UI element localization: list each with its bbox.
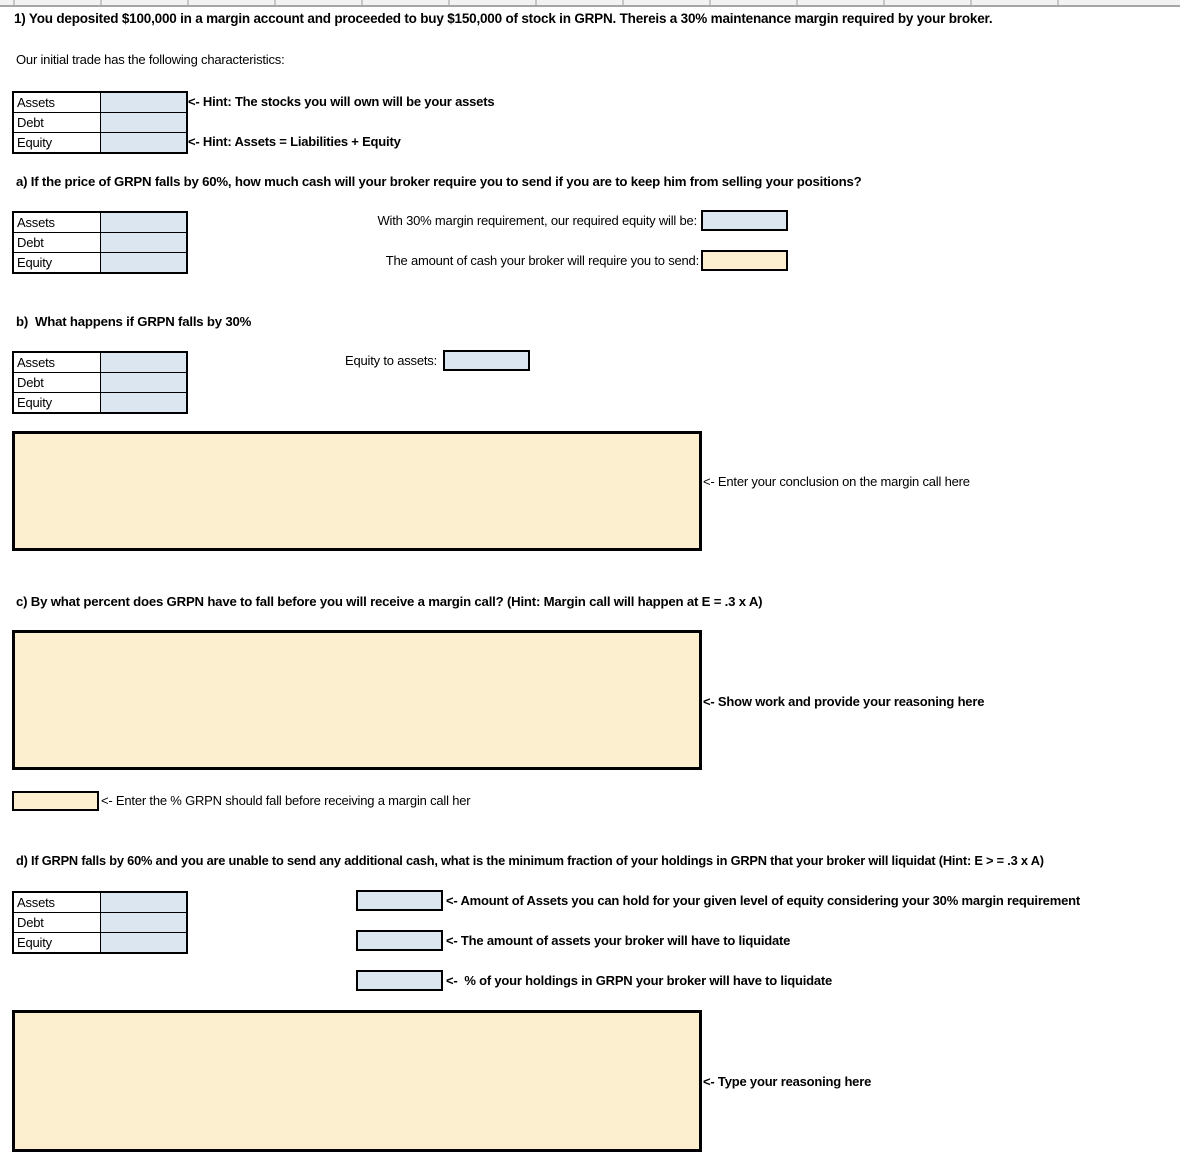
row-label-equity: Equity (14, 253, 100, 272)
assets-hint: <- Hint: The stocks you will own will be… (188, 94, 495, 109)
percent-fall-note: <- Enter the % GRPN should fall before r… (101, 793, 471, 808)
row-label-equity: Equity (14, 133, 100, 152)
intro-subtitle: Our initial trade has the following char… (16, 52, 285, 67)
a-equity-value-cell[interactable] (101, 253, 186, 272)
holdable-assets-input[interactable] (356, 890, 443, 911)
row-label-assets: Assets (14, 93, 100, 112)
liquidate-amount-note: <- The amount of assets your broker will… (446, 933, 791, 948)
row-label-debt: Debt (14, 913, 100, 932)
d-debt-value-cell[interactable] (101, 913, 186, 932)
conclusion-note: <- Enter your conclusion on the margin c… (703, 474, 970, 489)
section-a-table: Assets Debt Equity (12, 211, 188, 274)
row-label-debt: Debt (14, 113, 100, 132)
b-assets-value-cell[interactable] (101, 353, 186, 372)
row-label-debt: Debt (14, 373, 100, 392)
required-equity-label: With 30% margin requirement, our require… (377, 213, 697, 228)
row-label-debt: Debt (14, 233, 100, 252)
equity-to-assets-input[interactable] (443, 350, 530, 371)
show-work-box[interactable] (12, 630, 702, 770)
d-equity-value-cell[interactable] (101, 933, 186, 952)
section-b-heading: b) What happens if GRPN falls by 30% (16, 314, 252, 329)
column-grid-strip (0, 0, 1180, 7)
section-a-heading: a) If the price of GRPN falls by 60%, ho… (16, 174, 862, 189)
holdable-assets-note: <- Amount of Assets you can hold for you… (446, 893, 1080, 908)
b-equity-value-cell[interactable] (101, 393, 186, 412)
percent-fall-input[interactable] (12, 791, 99, 811)
row-label-assets: Assets (14, 893, 100, 912)
show-work-note: <- Show work and provide your reasoning … (703, 694, 985, 709)
required-equity-input[interactable] (701, 210, 788, 231)
b-debt-value-cell[interactable] (101, 373, 186, 392)
liquidate-amount-input[interactable] (356, 930, 443, 951)
margin-call-conclusion-box[interactable] (12, 431, 702, 551)
section-d-heading: d) If GRPN falls by 60% and you are unab… (16, 853, 1044, 868)
d-assets-value-cell[interactable] (101, 893, 186, 912)
row-label-assets: Assets (14, 213, 100, 232)
row-label-equity: Equity (14, 393, 100, 412)
cash-to-send-label: The amount of cash your broker will requ… (385, 253, 699, 268)
a-debt-value-cell[interactable] (101, 233, 186, 252)
section-d-table: Assets Debt Equity (12, 891, 188, 954)
problem-title: 1) You deposited $100,000 in a margin ac… (14, 11, 993, 26)
liquidate-percent-input[interactable] (356, 970, 443, 991)
row-label-assets: Assets (14, 353, 100, 372)
cash-to-send-input[interactable] (701, 250, 788, 271)
reasoning-box[interactable] (12, 1010, 702, 1152)
initial-debt-value-cell[interactable] (101, 113, 186, 132)
row-label-equity: Equity (14, 933, 100, 952)
a-assets-value-cell[interactable] (101, 213, 186, 232)
liquidate-percent-note: <- % of your holdings in GRPN your broke… (446, 973, 833, 988)
initial-equity-value-cell[interactable] (101, 133, 186, 152)
initial-assets-value-cell[interactable] (101, 93, 186, 112)
equity-to-assets-label: Equity to assets: (345, 353, 437, 368)
initial-trade-table: Assets Debt Equity (12, 91, 188, 154)
reasoning-note: <- Type your reasoning here (703, 1074, 872, 1089)
equity-hint: <- Hint: Assets = Liabilities + Equity (188, 134, 401, 149)
section-c-heading: c) By what percent does GRPN have to fal… (16, 594, 763, 609)
section-b-table: Assets Debt Equity (12, 351, 188, 414)
